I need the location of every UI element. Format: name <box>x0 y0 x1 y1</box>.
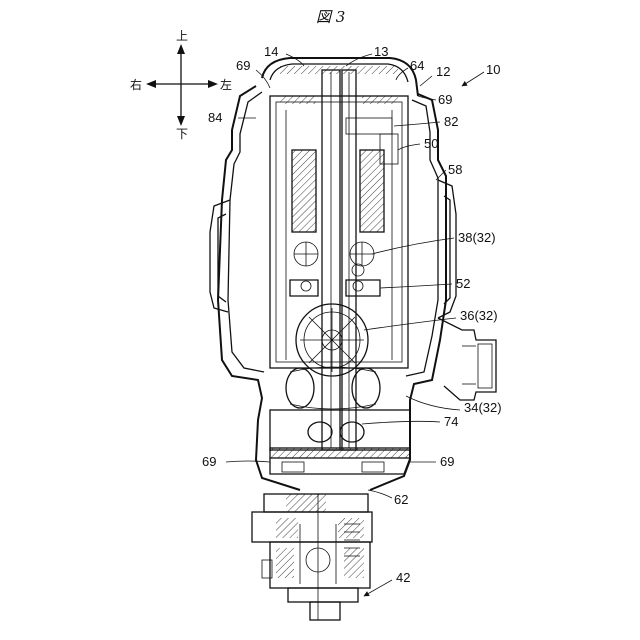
label-12: 12 <box>436 64 450 79</box>
label-64: 64 <box>410 58 424 73</box>
label-42: 42 <box>396 570 410 585</box>
housing-drawing <box>210 58 496 620</box>
reference-labels: 14 13 69 64 12 10 69 84 82 50 58 38(32) … <box>202 44 502 585</box>
label-36: 36(32) <box>460 308 498 323</box>
label-14: 14 <box>264 44 278 59</box>
label-69-top-right: 69 <box>438 92 452 107</box>
side-connector-flange <box>478 344 492 388</box>
shell-left-outline <box>218 86 300 490</box>
label-58: 58 <box>448 162 462 177</box>
shell-left-inner <box>228 92 264 372</box>
arrow-left-dir-icon <box>208 80 218 88</box>
left-winding-hatch <box>292 150 316 232</box>
label-69-bottom-right: 69 <box>440 454 454 469</box>
leader-lines <box>226 54 484 596</box>
base-plate-hatch <box>270 448 410 458</box>
left-lower-bracket <box>290 280 318 296</box>
gear-38 <box>294 242 374 266</box>
label-10: 10 <box>486 62 500 77</box>
arrow-up-icon <box>177 44 185 54</box>
arrow-right-dir-icon <box>146 80 156 88</box>
label-84: 84 <box>208 110 222 125</box>
inner-chamber <box>270 96 408 368</box>
label-69-bottom-left: 69 <box>202 454 216 469</box>
label-38: 38(32) <box>458 230 496 245</box>
direction-down-label: 下 <box>176 127 188 141</box>
label-34: 34(32) <box>464 400 502 415</box>
figure-title: 図 3 <box>316 8 345 26</box>
direction-up-label: 上 <box>176 29 188 43</box>
gear-36 <box>296 304 368 376</box>
direction-left-label: 左 <box>220 77 232 92</box>
direction-right-label: 右 <box>130 77 142 92</box>
label-50: 50 <box>424 136 438 151</box>
bottom-mechanism-42 <box>252 494 372 620</box>
label-62: 62 <box>394 492 408 507</box>
gear-34 <box>286 367 380 409</box>
label-69-top-left: 69 <box>236 58 250 73</box>
arrow-down-icon <box>177 116 185 126</box>
label-13: 13 <box>374 44 388 59</box>
label-52: 52 <box>456 276 470 291</box>
label-74: 74 <box>444 414 458 429</box>
bracket-82 <box>346 118 392 134</box>
label-82: 82 <box>444 114 458 129</box>
